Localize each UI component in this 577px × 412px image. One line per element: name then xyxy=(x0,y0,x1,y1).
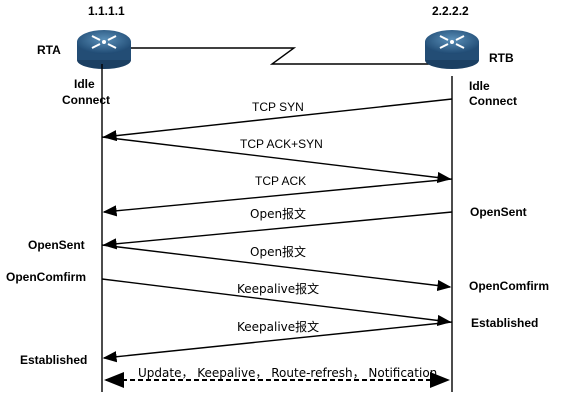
left-state-idle: Idle xyxy=(74,77,95,91)
msg-arrow-6 xyxy=(101,278,452,327)
msg-arrow-3 xyxy=(102,178,453,217)
right-state-idle: Idle xyxy=(469,79,490,93)
msg-label-5: Open报文 xyxy=(250,244,306,259)
router-right-name: RTB xyxy=(489,51,514,65)
msg-arrow-2 xyxy=(101,136,452,184)
msg-arrow-4 xyxy=(102,211,453,250)
left-state-opensent: OpenSent xyxy=(28,238,85,252)
router-icon-right xyxy=(425,30,479,69)
msg-label-3: TCP ACK xyxy=(255,174,306,188)
router-left-ip: 1.1.1.1 xyxy=(88,4,125,18)
left-state-openconfirm: OpenComfirm xyxy=(6,270,86,284)
msg-label-2: TCP ACK+SYN xyxy=(240,137,323,151)
msg-arrow-7 xyxy=(102,321,453,363)
router-icon-left xyxy=(77,30,131,69)
right-state-connect: Connect xyxy=(469,94,517,108)
router-link xyxy=(128,47,430,65)
right-state-established: Established xyxy=(471,316,538,330)
msg-arrow-1 xyxy=(102,98,453,142)
msg-label-7: Keepalive报文 xyxy=(237,319,319,334)
left-state-idle-word: Idle xyxy=(74,77,95,91)
left-state-connect: Connect xyxy=(62,93,110,107)
router-right-ip: 2.2.2.2 xyxy=(432,4,469,18)
router-left-name: RTA xyxy=(37,43,61,57)
msg-label-1: TCP SYN xyxy=(252,100,304,114)
right-state-opensent: OpenSent xyxy=(470,205,527,219)
msg-label-6: Keepalive报文 xyxy=(237,281,319,296)
left-state-established: Established xyxy=(20,353,87,367)
right-state-openconfirm: OpenComfirm xyxy=(469,279,549,293)
msg-arrow-5 xyxy=(101,244,452,292)
msg-label-4: Open报文 xyxy=(250,206,306,221)
bottom-exchange-label: Update， Keepalive， Route-refresh， Notifi… xyxy=(138,366,437,380)
